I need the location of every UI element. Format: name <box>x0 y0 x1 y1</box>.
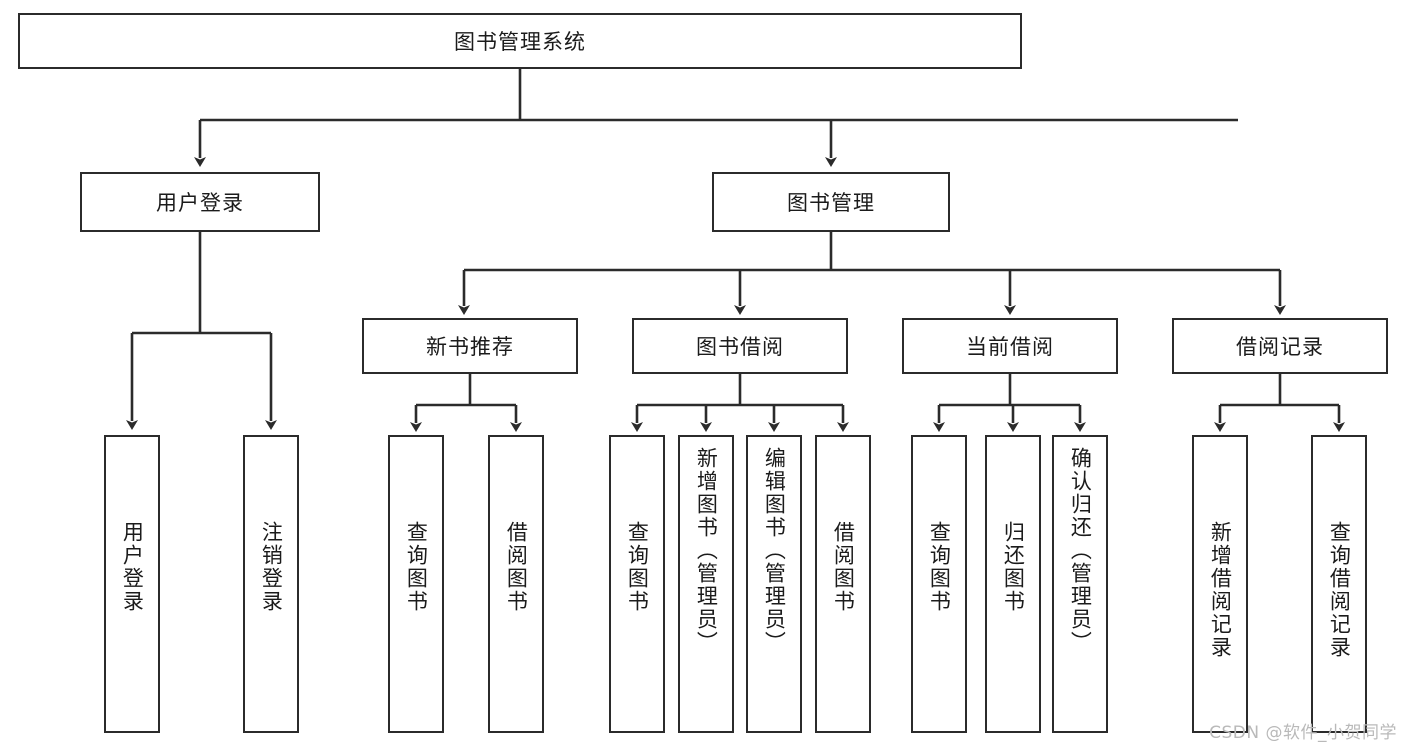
leaf-query-book-3-label: 查询图书 <box>927 521 952 613</box>
node-borrow-record-label: 借阅记录 <box>1236 335 1324 359</box>
leaf-query-book-3[interactable]: 查询图书 <box>911 435 967 733</box>
node-borrow-record[interactable]: 借阅记录 <box>1172 318 1388 374</box>
leaf-borrow-book-2-label: 借阅图书 <box>831 521 856 613</box>
leaf-edit-book-label: 编辑图书（管理员） <box>762 447 787 654</box>
node-current-borrow[interactable]: 当前借阅 <box>902 318 1118 374</box>
leaf-user-login[interactable]: 用户登录 <box>104 435 160 733</box>
watermark: CSDN @软件_小贺同学 <box>1209 723 1397 743</box>
leaf-add-book[interactable]: 新增图书（管理员） <box>678 435 734 733</box>
node-user-login[interactable]: 用户登录 <box>80 172 320 232</box>
leaf-confirm-return-label: 确认归还（管理员） <box>1068 447 1093 654</box>
node-new-book-recommend-label: 新书推荐 <box>426 335 514 359</box>
node-book-manage[interactable]: 图书管理 <box>712 172 950 232</box>
leaf-query-record-label: 查询借阅记录 <box>1327 521 1352 659</box>
leaf-query-record[interactable]: 查询借阅记录 <box>1311 435 1367 733</box>
leaf-borrow-book-1[interactable]: 借阅图书 <box>488 435 544 733</box>
leaf-confirm-return[interactable]: 确认归还（管理员） <box>1052 435 1108 733</box>
node-book-borrow[interactable]: 图书借阅 <box>632 318 848 374</box>
node-current-borrow-label: 当前借阅 <box>966 335 1054 359</box>
leaf-return-book[interactable]: 归还图书 <box>985 435 1041 733</box>
node-book-borrow-label: 图书借阅 <box>696 335 784 359</box>
node-user-login-label: 用户登录 <box>156 191 244 215</box>
leaf-query-book-1[interactable]: 查询图书 <box>388 435 444 733</box>
leaf-query-book-2-label: 查询图书 <box>625 521 650 613</box>
leaf-add-record-label: 新增借阅记录 <box>1208 521 1233 659</box>
leaf-borrow-book-2[interactable]: 借阅图书 <box>815 435 871 733</box>
leaf-return-book-label: 归还图书 <box>1001 521 1026 613</box>
leaf-add-record[interactable]: 新增借阅记录 <box>1192 435 1248 733</box>
node-root-label: 图书管理系统 <box>454 30 586 54</box>
leaf-query-book-1-label: 查询图书 <box>404 521 429 613</box>
node-new-book-recommend[interactable]: 新书推荐 <box>362 318 578 374</box>
leaf-add-book-label: 新增图书（管理员） <box>694 447 719 654</box>
leaf-logout-label: 注销登录 <box>259 521 284 613</box>
leaf-query-book-2[interactable]: 查询图书 <box>609 435 665 733</box>
leaf-user-login-label: 用户登录 <box>120 521 145 613</box>
leaf-borrow-book-1-label: 借阅图书 <box>504 521 529 613</box>
leaf-edit-book[interactable]: 编辑图书（管理员） <box>746 435 802 733</box>
node-root[interactable]: 图书管理系统 <box>18 13 1022 69</box>
leaf-logout[interactable]: 注销登录 <box>243 435 299 733</box>
node-book-manage-label: 图书管理 <box>787 191 875 215</box>
